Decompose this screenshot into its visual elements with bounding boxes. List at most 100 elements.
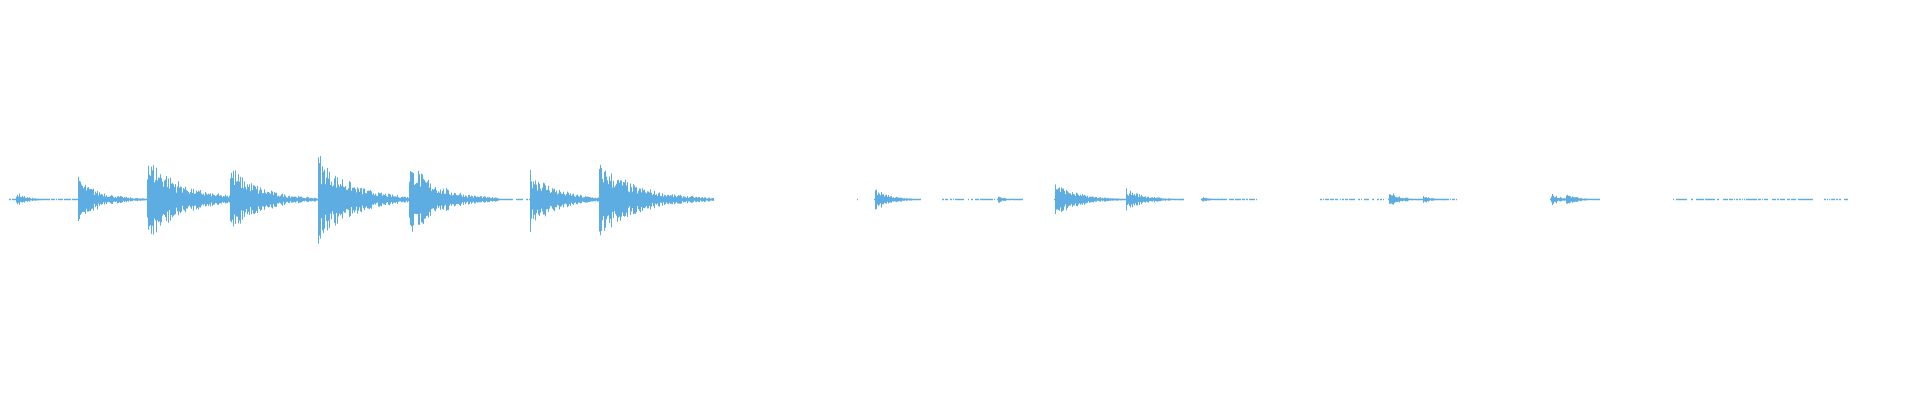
waveform-sample	[1698, 198, 1699, 201]
waveform-sample	[317, 198, 318, 201]
waveform-sample	[457, 195, 458, 204]
waveform-sample	[277, 196, 278, 204]
waveform-sample	[635, 187, 636, 214]
waveform-sample	[1754, 198, 1755, 201]
waveform-sample	[877, 194, 878, 205]
waveform-sample	[290, 197, 291, 202]
waveform-marks	[9, 156, 1848, 244]
waveform-sample	[1396, 197, 1397, 202]
waveform-sample	[1404, 198, 1405, 201]
waveform-sample	[1100, 197, 1101, 202]
waveform-sample	[104, 193, 105, 205]
waveform-sample	[28, 198, 29, 201]
waveform-sample	[380, 193, 381, 206]
waveform-sample	[1347, 198, 1348, 201]
waveform-sample	[659, 192, 660, 207]
waveform-sample	[94, 194, 95, 204]
waveform-sample	[282, 193, 283, 206]
waveform-sample	[636, 186, 637, 213]
waveform-sample	[289, 195, 290, 203]
waveform-sample	[1249, 198, 1250, 201]
waveform-sample	[1739, 198, 1740, 201]
waveform-sample	[919, 198, 920, 201]
waveform-sample	[1433, 198, 1434, 201]
waveform-sample	[1172, 198, 1173, 201]
waveform-sample	[230, 178, 231, 221]
waveform-sample	[539, 184, 540, 216]
waveform-sample	[573, 193, 574, 205]
waveform-sample	[551, 191, 552, 207]
waveform-sample	[309, 198, 310, 201]
waveform-sample	[587, 196, 588, 203]
waveform-sample	[1551, 196, 1552, 203]
waveform-sample	[364, 188, 365, 211]
waveform-sample	[693, 196, 694, 202]
waveform-sample	[681, 196, 682, 204]
waveform-sample	[1232, 198, 1233, 201]
waveform-sample	[1204, 198, 1205, 201]
waveform-sample	[135, 198, 136, 201]
waveform-sample	[884, 196, 885, 203]
waveform-sample	[1804, 198, 1805, 201]
waveform-sample	[983, 198, 984, 201]
waveform-sample	[1140, 196, 1141, 203]
waveform-sample	[479, 197, 480, 203]
waveform-sample	[907, 198, 908, 201]
waveform-sample	[442, 191, 443, 209]
waveform-sample	[272, 191, 273, 209]
waveform-sample	[1381, 198, 1382, 201]
waveform-sample	[1740, 198, 1741, 201]
waveform-sample	[1114, 198, 1115, 201]
waveform-sample	[599, 168, 600, 232]
waveform-sample	[600, 164, 601, 236]
waveform-sample	[232, 177, 233, 220]
waveform-sample	[263, 193, 264, 207]
waveform-sample	[1176, 198, 1177, 201]
waveform-sample	[78, 176, 79, 221]
waveform-sample	[375, 193, 376, 205]
waveform-sample	[1678, 198, 1679, 201]
waveform-sample	[339, 186, 340, 214]
waveform-sample	[650, 189, 651, 210]
waveform-sample	[1781, 198, 1782, 201]
waveform-sample	[1681, 198, 1682, 201]
waveform-sample	[163, 186, 164, 214]
waveform-sample	[1006, 198, 1007, 201]
waveform-sample	[1126, 188, 1127, 211]
waveform-sample	[64, 198, 65, 201]
waveform-sample	[520, 198, 521, 201]
waveform-sample	[1207, 198, 1208, 201]
waveform-sample	[1747, 198, 1748, 201]
waveform-sample	[882, 194, 883, 205]
waveform-sample	[205, 192, 206, 207]
waveform-sample	[1020, 198, 1021, 201]
waveform-sample	[1565, 198, 1566, 201]
waveform-sample	[1353, 198, 1354, 201]
waveform-sample	[691, 196, 692, 203]
waveform-sample	[505, 198, 506, 201]
waveform-sample	[680, 194, 681, 204]
waveform-sample	[331, 181, 332, 220]
waveform-sample	[1021, 198, 1022, 201]
waveform-sample	[593, 198, 594, 201]
waveform-sample	[1708, 198, 1709, 201]
waveform-sample	[347, 189, 348, 210]
waveform-sample	[152, 170, 153, 226]
waveform-sample	[975, 198, 976, 201]
waveform-sample	[1373, 198, 1374, 201]
waveform-sample	[1718, 198, 1719, 201]
waveform-sample	[134, 198, 135, 201]
waveform-sample	[1574, 197, 1575, 203]
waveform-sample	[1559, 198, 1560, 201]
waveform-sample	[1059, 187, 1060, 211]
waveform-sample	[1832, 198, 1833, 201]
waveform-sample	[151, 166, 152, 234]
waveform-sample	[68, 198, 69, 201]
waveform-sample	[912, 198, 913, 201]
waveform-sample	[712, 198, 713, 201]
waveform-sample	[188, 191, 189, 207]
waveform-sample	[33, 198, 34, 201]
waveform-sample	[451, 192, 452, 206]
waveform-sample	[658, 193, 659, 207]
waveform-sample	[1428, 197, 1429, 202]
